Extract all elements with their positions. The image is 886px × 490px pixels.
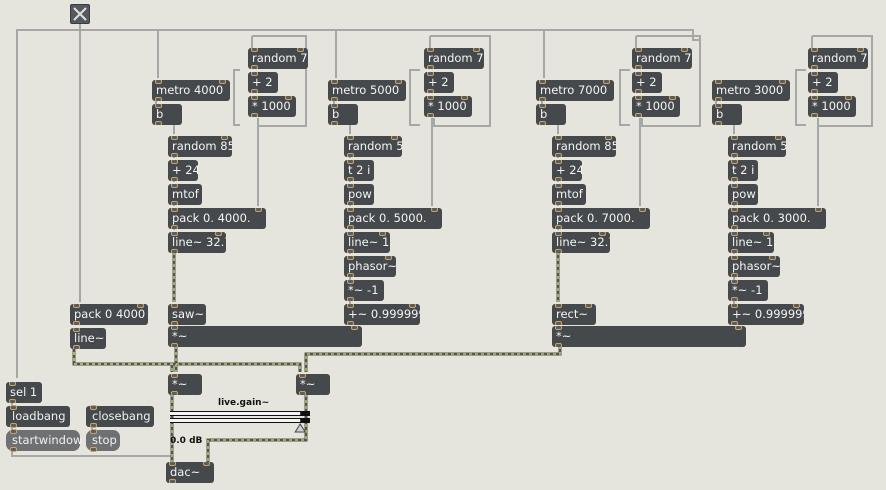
- gain-level-right: [170, 419, 301, 422]
- live-gain-slider[interactable]: [168, 409, 312, 433]
- voice-4-plus-2[interactable]: + 2: [808, 72, 838, 93]
- voice-3-rect[interactable]: rect~: [552, 304, 596, 325]
- voice-4-phasor[interactable]: phasor~: [728, 256, 780, 277]
- voice-3-plus-2[interactable]: + 2: [632, 72, 662, 93]
- voice-3-mtof[interactable]: mtof: [552, 184, 586, 205]
- voice-1-pack[interactable]: pack 0. 4000.: [168, 208, 266, 229]
- voice-2-metro[interactable]: metro 5000: [328, 80, 406, 101]
- voice-1-random-85[interactable]: random 85: [168, 136, 232, 157]
- voice-4-pack[interactable]: pack 0. 3000.: [728, 208, 826, 229]
- voice-1-line[interactable]: line~ 32.7: [168, 232, 226, 253]
- voice-3-random-85[interactable]: random 85: [552, 136, 616, 157]
- envelope-line[interactable]: line~: [70, 328, 106, 349]
- voice-3-times-1000[interactable]: * 1000: [632, 96, 680, 117]
- voice-2-random-5[interactable]: random 5: [344, 136, 402, 157]
- voice-1-random-7[interactable]: random 7: [248, 48, 308, 69]
- voice-2-pack[interactable]: pack 0. 5000.: [344, 208, 442, 229]
- voice-1-plus-24[interactable]: + 24: [168, 160, 198, 181]
- master-toggle[interactable]: [70, 4, 90, 24]
- voice-3-metro[interactable]: metro 7000: [536, 80, 614, 101]
- voice-3-random-7[interactable]: random 7: [632, 48, 692, 69]
- voice-1-saw[interactable]: saw~: [168, 304, 206, 325]
- gain-label: live.gain~: [218, 398, 270, 408]
- voice-3-bang[interactable]: b: [536, 104, 566, 125]
- envelope-pack[interactable]: pack 0 4000: [70, 304, 148, 325]
- voice-4-line[interactable]: line~ 1.: [728, 232, 774, 253]
- voice-1-plus-2[interactable]: + 2: [248, 72, 278, 93]
- closebang[interactable]: closebang: [86, 405, 154, 428]
- voice-4-bang[interactable]: b: [712, 104, 742, 125]
- voice-3-line[interactable]: line~ 32.7: [552, 232, 610, 253]
- voice-4-add[interactable]: +~ 0.999999: [728, 304, 804, 325]
- voice-2-bang[interactable]: b: [328, 104, 358, 125]
- close-x-icon: [73, 7, 87, 21]
- sel-1[interactable]: sel 1: [6, 382, 42, 403]
- startwindow-message[interactable]: startwindow: [6, 429, 82, 452]
- voice-1-mtof[interactable]: mtof: [168, 184, 202, 205]
- voice-2-plus-2[interactable]: + 2: [424, 72, 454, 93]
- output-left-multiply[interactable]: *~: [168, 374, 202, 395]
- voice-2-add[interactable]: +~ 0.999999: [344, 304, 420, 325]
- voice-2-times-1000[interactable]: * 1000: [424, 96, 472, 117]
- loadbang[interactable]: loadbang: [6, 405, 70, 428]
- voice-4-trigger[interactable]: t 2 i: [728, 160, 758, 181]
- mix-2-multiply[interactable]: *~: [552, 326, 746, 347]
- voice-4-metro[interactable]: metro 3000: [712, 80, 790, 101]
- voice-2-line[interactable]: line~ 1.: [344, 232, 390, 253]
- voice-4-random-5[interactable]: random 5: [728, 136, 786, 157]
- voice-1-metro[interactable]: metro 4000: [152, 80, 230, 101]
- voice-2-random-7[interactable]: random 7: [424, 48, 484, 69]
- mix-1-multiply[interactable]: *~: [168, 326, 362, 347]
- voice-1-bang[interactable]: b: [152, 104, 182, 125]
- voice-4-times-1000[interactable]: * 1000: [808, 96, 856, 117]
- gain-thumb-icon[interactable]: [294, 423, 307, 433]
- voice-4-random-7[interactable]: random 7: [808, 48, 868, 69]
- voice-4-mult[interactable]: *~ -1: [728, 280, 768, 301]
- voice-3-pack[interactable]: pack 0. 7000.: [552, 208, 650, 229]
- gain-level-left: [170, 412, 301, 415]
- output-right-multiply[interactable]: *~: [296, 374, 330, 395]
- dac-output[interactable]: dac~: [166, 462, 214, 483]
- voice-4-pow[interactable]: pow: [728, 184, 758, 205]
- voice-3-plus-24[interactable]: + 24: [552, 160, 582, 181]
- voice-2-mult[interactable]: *~ -1: [344, 280, 384, 301]
- voice-1-times-1000[interactable]: * 1000: [248, 96, 296, 117]
- voice-2-pow[interactable]: pow: [344, 184, 374, 205]
- gain-value: 0.0 dB: [170, 436, 203, 446]
- voice-2-trigger[interactable]: t 2 i: [344, 160, 374, 181]
- stop-message[interactable]: stop: [86, 429, 120, 452]
- voice-2-phasor[interactable]: phasor~: [344, 256, 396, 277]
